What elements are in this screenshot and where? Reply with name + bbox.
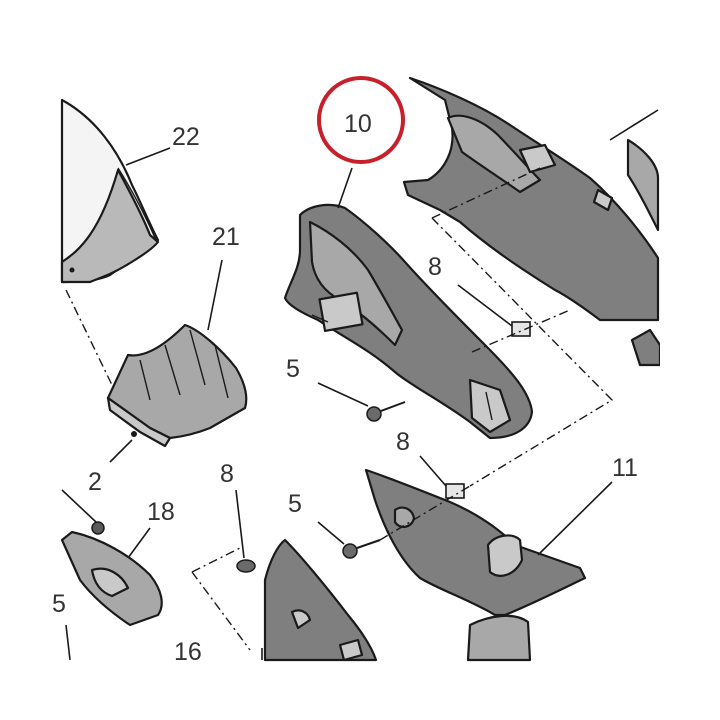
screw-5-upper[interactable] <box>366 401 406 422</box>
bottom-margin <box>0 662 720 720</box>
right-margin <box>660 0 720 720</box>
leader-8-middle <box>419 455 447 487</box>
label-22: 22 <box>172 123 200 151</box>
part-21-screen[interactable] <box>106 323 248 448</box>
label-11: 11 <box>612 454 638 482</box>
part-10-fairing-panel[interactable] <box>283 203 534 440</box>
label-18: 18 <box>147 498 175 526</box>
dash-line-10-to-top <box>431 167 541 219</box>
label-16: 16 <box>174 638 202 666</box>
label-8-middle: 8 <box>396 428 410 456</box>
leader-8-lower <box>235 489 245 559</box>
dash-line-22 <box>65 289 113 386</box>
part-22-windscreen[interactable] <box>60 98 160 284</box>
label-8-upper: 8 <box>428 253 442 281</box>
part-top-right-fairing[interactable] <box>402 76 662 367</box>
screw-5-lower[interactable] <box>342 539 381 559</box>
leader-screw-left <box>61 489 97 523</box>
leader-5-lower <box>317 521 345 545</box>
dash-line-16 <box>191 547 251 651</box>
clip-8-middle[interactable] <box>445 483 465 499</box>
clip-8-upper[interactable] <box>511 321 531 337</box>
label-5-lower: 5 <box>288 490 302 518</box>
label-15-partial: 5 <box>52 590 66 618</box>
part-18-bracket[interactable] <box>60 521 163 627</box>
part-16-panel[interactable] <box>263 538 378 662</box>
leader-2 <box>109 439 133 463</box>
leader-8-upper <box>457 284 513 327</box>
label-5-upper: 5 <box>286 355 300 383</box>
leader-11 <box>537 481 613 556</box>
leader-top-right <box>609 109 659 141</box>
part-11-lower-fairing[interactable] <box>364 468 587 662</box>
leader-5-upper <box>317 382 369 407</box>
leader-10 <box>337 167 353 209</box>
leader-15 <box>65 624 71 661</box>
highlight-ring-10 <box>317 76 405 164</box>
label-8-lower: 8 <box>220 460 234 488</box>
dash-line-top-to-clip <box>431 217 614 487</box>
leader-22 <box>125 147 171 166</box>
leader-21 <box>207 259 223 331</box>
leader-18 <box>127 527 151 559</box>
label-2: 2 <box>88 468 102 496</box>
clip-8-lower[interactable] <box>236 559 256 573</box>
label-10: 10 <box>344 110 372 138</box>
dash-line-screw-lower <box>379 485 471 541</box>
label-21: 21 <box>212 223 240 251</box>
